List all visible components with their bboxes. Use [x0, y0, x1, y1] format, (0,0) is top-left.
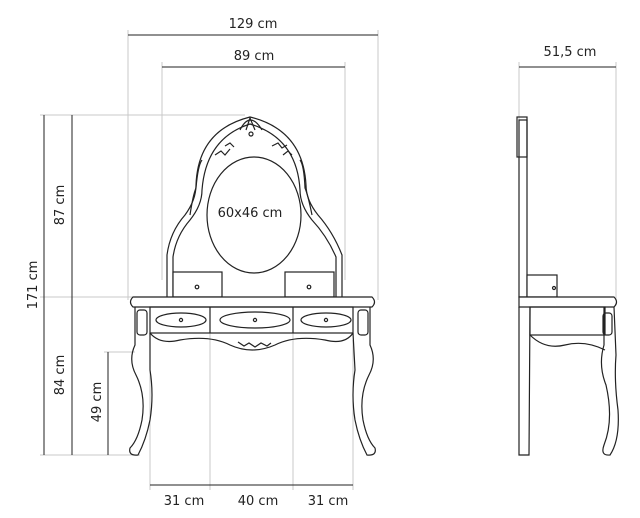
depth-label: 51,5 cm [544, 45, 597, 60]
table-height-label: 84 cm [53, 355, 68, 396]
knee-height-label: 49 cm [90, 382, 105, 423]
right-section-label: 31 cm [308, 494, 349, 509]
side-table-top [518, 296, 618, 308]
middle-section-label: 40 cm [238, 494, 279, 509]
left-section-label: 31 cm [164, 494, 205, 509]
dimension-lines [43, 34, 616, 486]
side-leg-back [518, 306, 531, 456]
extension-lines [40, 30, 617, 490]
small-drawer-left [172, 271, 223, 298]
mirror-height-label: 87 cm [53, 185, 68, 226]
total-height-label: 171 cm [26, 261, 41, 310]
side-view [516, 116, 619, 456]
front-leg-left [129, 307, 153, 456]
total-width-label: 129 cm [229, 17, 278, 32]
mirror-size-label: 60x46 cm [218, 206, 283, 221]
side-leg-front [600, 306, 619, 456]
mirror [206, 156, 302, 274]
front-leg-right [352, 307, 376, 456]
mirror-width-label: 89 cm [234, 49, 275, 64]
table-top [129, 296, 376, 308]
front-view [129, 116, 376, 456]
side-mirror [518, 119, 528, 298]
small-drawer-right [284, 271, 335, 298]
